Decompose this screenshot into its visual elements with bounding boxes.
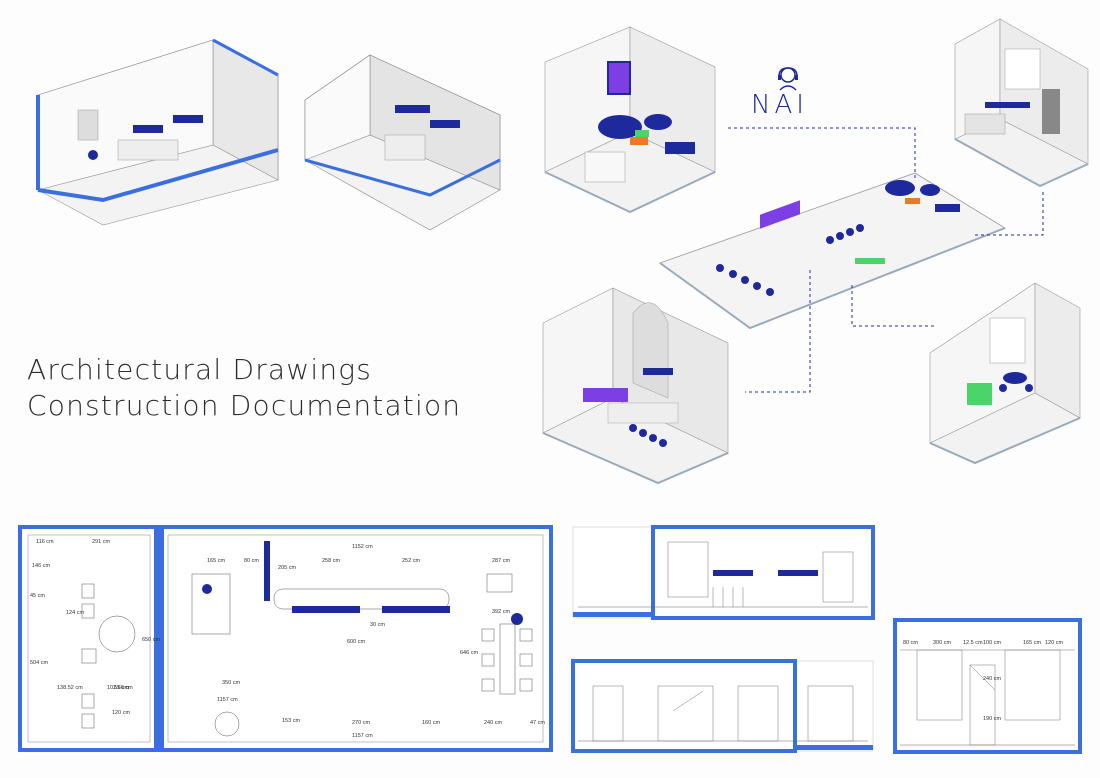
logo: NAI (745, 62, 825, 122)
dim-30: 30 cm (370, 622, 385, 628)
dim-258: 258 cm (322, 558, 340, 564)
elev-dim-190: 190 cm (983, 716, 1001, 722)
dim-252: 252 cm (402, 558, 420, 564)
logo-text: NAI (751, 90, 808, 120)
dim-270: 270 cm (352, 720, 370, 726)
iso-room-desk (950, 14, 1092, 188)
iso-room-lounge (540, 22, 720, 214)
iso-room-bar (538, 283, 733, 485)
dim-102-66: 102.66 cm (107, 685, 133, 691)
iso-room-piano (925, 278, 1085, 465)
iso-room-drawing-1 (28, 30, 288, 226)
dim-160: 160 cm (422, 720, 440, 726)
dim-205: 205 cm (278, 565, 296, 571)
dim-146: 146 cm (32, 563, 50, 569)
dim-650: 650 cm (142, 637, 160, 643)
elev-dim-80: 80 cm (903, 640, 918, 646)
dim-240-bottom: 1157 cm (217, 697, 238, 703)
dim-120: 120 cm (112, 710, 130, 716)
headset-person-icon (778, 67, 798, 91)
dim-116: 116 cm (36, 539, 54, 545)
dim-45: 45 cm (30, 593, 45, 599)
dim-287: 287 cm (492, 558, 510, 564)
headline-line-1: Architectural Drawings (27, 353, 373, 386)
iso-room-drawing-2 (300, 40, 510, 231)
floor-plan-drawing: 291 cm 116 cm 1152 cm 258 cm 252 cm 287 … (18, 525, 553, 752)
dim-165: 165 cm (207, 558, 225, 564)
dim-350: 350 cm (222, 680, 240, 686)
dim-646: 646 cm (460, 650, 478, 656)
dim-291: 291 cm (92, 539, 110, 545)
dim-80: 80 cm (244, 558, 259, 564)
dim-1152: 1152 cm (352, 544, 373, 550)
dim-1157: 1157 cm (352, 733, 373, 739)
elevation-drawing-1 (572, 525, 875, 620)
dim-392: 392 cm (492, 609, 510, 615)
elevation-drawing-3: 80 cm 300 cm 12.5 cm 100 cm 165 cm 120 c… (893, 618, 1082, 754)
elev-dim-12-5: 12.5 cm (963, 640, 983, 646)
elev-dim-240: 240 cm (983, 676, 1001, 682)
dim-504: 504 cm (30, 660, 48, 666)
elev-dim-120: 120 cm (1045, 640, 1063, 646)
elevation-drawing-2 (571, 659, 874, 753)
dim-138-52: 138.52 cm (57, 685, 83, 691)
dim-124: 124 cm (66, 610, 84, 616)
elev-dim-100: 100 cm (983, 640, 1001, 646)
elev-dim-300: 300 cm (933, 640, 951, 646)
headline-line-2: Construction Documentation (27, 389, 462, 422)
elev-dim-165: 165 cm (1023, 640, 1041, 646)
dim-600: 600 cm (347, 639, 365, 645)
dim-153: 153 cm (282, 718, 300, 724)
dim-240: 240 cm (484, 720, 502, 726)
dim-47: 47 cm (530, 720, 545, 726)
dim-55: 55 cm (114, 685, 129, 691)
